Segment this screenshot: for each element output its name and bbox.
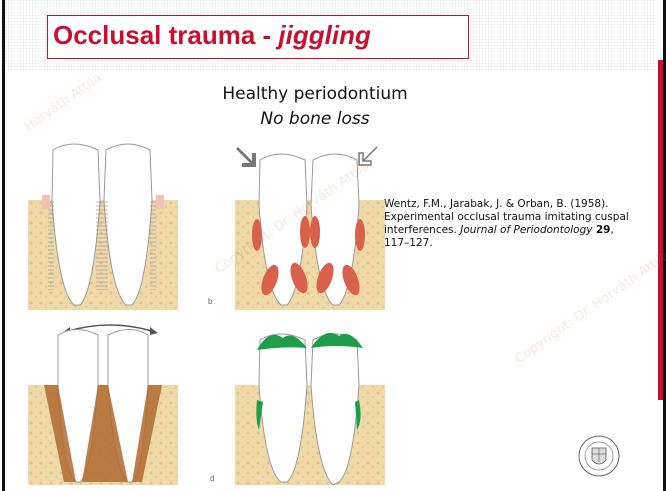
figure-jiggling-teeth — [28, 320, 178, 485]
title-main: Occlusal trauma - — [53, 20, 278, 50]
figure-label-d: d — [210, 474, 214, 483]
pressure-arrow-icon — [236, 145, 260, 169]
slide-title: Occlusal trauma - jiggling — [53, 20, 371, 51]
accent-bar — [658, 60, 663, 400]
citation: Wentz, F.M., Jarabak, J. & Orban, B. (19… — [384, 198, 634, 250]
university-seal-icon — [577, 432, 621, 482]
left-border — [2, 0, 5, 491]
subtitle: Healthy periodontium No bone loss — [195, 82, 435, 132]
figure-healthy-teeth — [28, 140, 178, 310]
figure-label-b: b — [208, 297, 212, 306]
watermark: Horváth Attila — [22, 70, 105, 134]
figure-green-teeth — [235, 320, 385, 485]
title-emphasis: jiggling — [278, 20, 370, 50]
citation-volume: 29 — [596, 224, 611, 236]
citation-journal: Journal of Periodontology — [460, 224, 592, 236]
outline-arrow-icon — [357, 145, 379, 167]
subtitle-line2: No bone loss — [195, 107, 435, 132]
subtitle-line1: Healthy periodontium — [195, 82, 435, 107]
watermark: Copyright: Dr. Horváth Attila — [512, 248, 666, 366]
